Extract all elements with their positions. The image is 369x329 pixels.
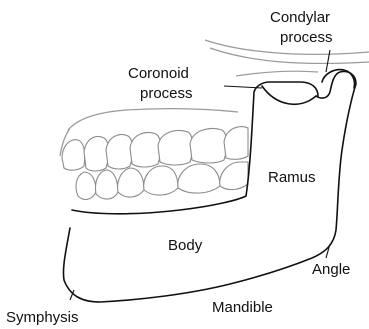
ramus-label: Ramus (268, 169, 316, 186)
body-label: Body (168, 237, 203, 254)
angle-label: Angle (312, 261, 350, 278)
upper-teeth (62, 127, 248, 171)
condylar-process-label-line2: process (280, 29, 333, 46)
coronoid-process-label-line2: process (140, 85, 193, 102)
symphysis-label: Symphysis (6, 309, 79, 326)
coronoid-process-label: Coronoid (128, 65, 189, 82)
mandible-label: Mandible (212, 299, 273, 316)
condylar-process-label: Condylar (270, 9, 330, 26)
